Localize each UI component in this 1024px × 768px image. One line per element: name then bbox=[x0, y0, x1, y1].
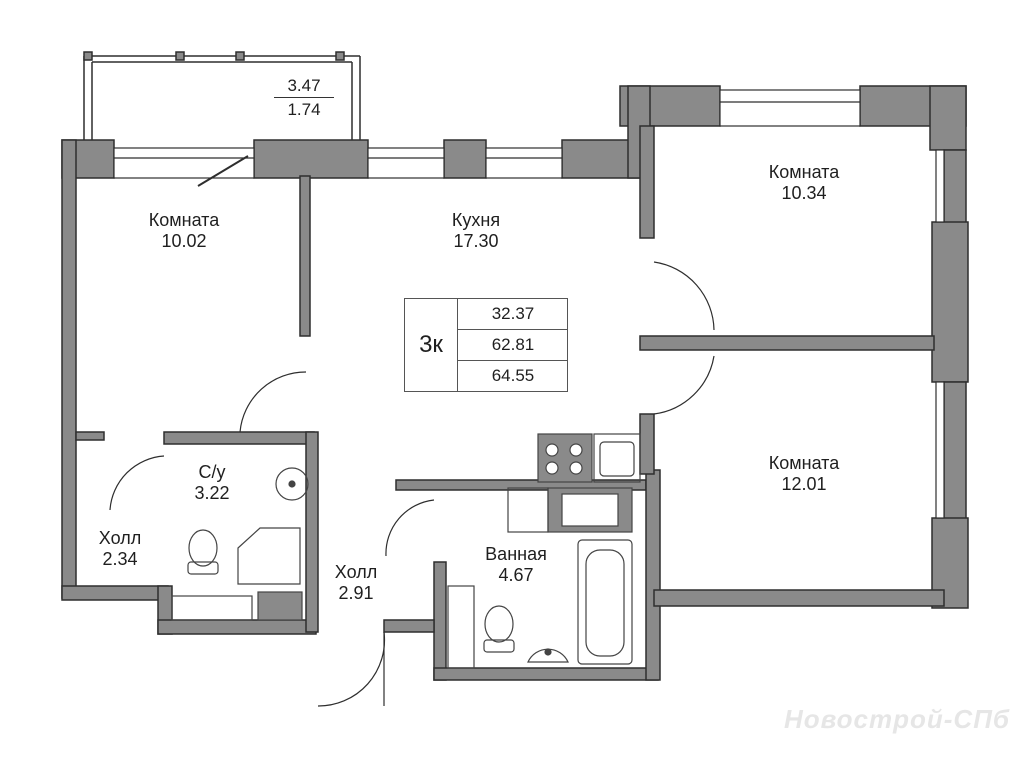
apartment-summary: 3к 32.37 62.81 64.55 bbox=[404, 298, 568, 392]
bath-cabinet bbox=[447, 585, 475, 669]
apartment-type: 3к bbox=[419, 331, 443, 358]
room-bottom-right-label: Комната 12.01 bbox=[769, 453, 839, 494]
wc-label: С/у 3.22 bbox=[194, 462, 229, 503]
kitchen-area: 17.30 bbox=[453, 230, 499, 251]
kitchen-sink-icon bbox=[593, 433, 641, 483]
wc-cabinet-2 bbox=[257, 591, 303, 621]
hall-left-name: Холл bbox=[98, 528, 142, 548]
kitchen-name: Кухня bbox=[451, 210, 501, 230]
room-bottom-right-area: 12.01 bbox=[781, 473, 827, 494]
wc-area: 3.22 bbox=[194, 482, 230, 503]
room-top-right-area: 10.34 bbox=[781, 182, 827, 203]
kitchen-counter bbox=[507, 487, 549, 533]
balcony-area-reduced: 1.74 bbox=[287, 99, 321, 119]
windows bbox=[113, 89, 945, 519]
shower-tray bbox=[237, 527, 301, 585]
total-area-with-balcony: 64.55 bbox=[491, 366, 535, 385]
wc-cabinet bbox=[171, 595, 253, 621]
toilet-icon bbox=[483, 605, 515, 653]
room-left-area: 10.02 bbox=[161, 230, 207, 251]
bathroom-name: Ванная bbox=[485, 544, 547, 564]
walls bbox=[61, 85, 969, 681]
area-table: 32.37 62.81 64.55 bbox=[457, 299, 568, 391]
bathroom-label: Ванная 4.67 bbox=[485, 544, 547, 585]
bathtub-icon bbox=[577, 539, 633, 665]
hall-left-area: 2.34 bbox=[102, 548, 138, 569]
room-bottom-right-name: Комната bbox=[768, 453, 840, 473]
hall-center-name: Холл bbox=[334, 562, 378, 582]
door-swing-icon bbox=[109, 261, 715, 707]
hall-left-label: Холл 2.34 bbox=[99, 528, 141, 569]
kitchen-label: Кухня 17.30 bbox=[452, 210, 500, 251]
room-top-right-label: Комната 10.34 bbox=[769, 162, 839, 203]
stove-icon bbox=[537, 433, 593, 483]
balcony-door bbox=[197, 155, 249, 187]
room-left-label: Комната 10.02 bbox=[149, 210, 219, 251]
sink-icon bbox=[527, 648, 569, 663]
total-area: 62.81 bbox=[458, 330, 568, 361]
room-left-name: Комната bbox=[148, 210, 220, 230]
watermark: Новострой-СПб bbox=[783, 704, 1010, 734]
toilet-icon bbox=[187, 529, 219, 575]
balcony-area: 3.47 1.74 bbox=[274, 76, 334, 119]
bathroom-area: 4.67 bbox=[498, 564, 534, 585]
sink-icon bbox=[275, 467, 309, 501]
balcony-area-total: 3.47 bbox=[287, 76, 321, 95]
hall-center-area: 2.91 bbox=[338, 582, 374, 603]
room-top-right-name: Комната bbox=[768, 162, 840, 182]
wc-name: С/у bbox=[198, 462, 226, 482]
living-area: 32.37 bbox=[458, 299, 568, 330]
hall-center-label: Холл 2.91 bbox=[335, 562, 377, 603]
balcony-outline bbox=[83, 51, 361, 140]
